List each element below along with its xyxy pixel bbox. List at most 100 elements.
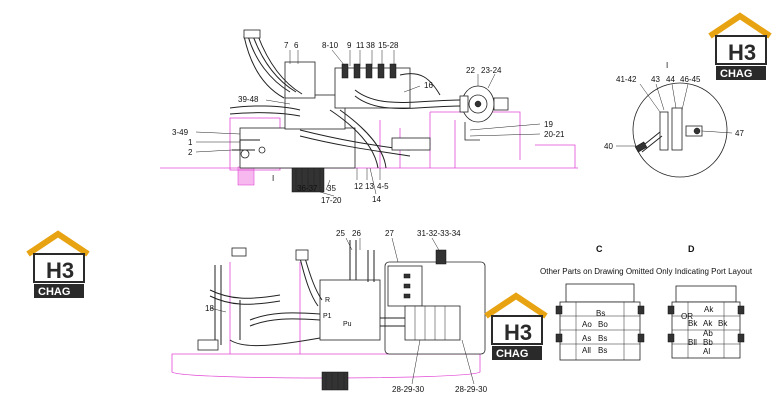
callout: 43	[651, 75, 660, 84]
callout: 47	[735, 129, 744, 138]
top-view-assembly: I 7 6 8-10 9 11 38 15-28 16 22 23-24 39-…	[160, 29, 578, 205]
valve-D-spool	[737, 305, 745, 315]
manifold-right	[391, 137, 431, 151]
port-label: Bs	[596, 309, 605, 318]
valve-D-spool	[667, 305, 675, 315]
detail-pipe-b	[671, 107, 683, 151]
valve-C-spool	[637, 305, 645, 315]
detail-nut	[693, 127, 701, 135]
detail-leaders	[616, 83, 733, 147]
detail-circle	[632, 82, 728, 178]
callout: 40	[604, 142, 613, 151]
callout: 28-29-30	[455, 385, 488, 394]
side-leaders	[209, 237, 475, 385]
port-label: Bb	[703, 338, 713, 347]
valve-mark-R: R	[325, 297, 330, 304]
callout: 7	[284, 41, 289, 50]
callout: 38	[366, 41, 375, 50]
main-pump	[404, 305, 461, 341]
main-frame-block	[239, 127, 356, 169]
side-hoses	[209, 240, 405, 347]
port-label: Ao	[582, 320, 592, 329]
detail-end-fitting	[634, 141, 648, 153]
port-label: Ak	[703, 319, 713, 328]
valve-D-sections	[672, 302, 740, 358]
callout: 11	[356, 41, 365, 50]
callout: 23-24	[481, 66, 502, 75]
port-label: All	[582, 346, 591, 355]
pink-frame-far-right	[535, 144, 576, 168]
callout: 41-42	[616, 75, 637, 84]
callout: 12	[354, 182, 363, 191]
callout: 27	[385, 229, 394, 238]
callout: 16	[424, 81, 433, 90]
logo-center: H3 CHAG	[484, 292, 548, 360]
pump-motor	[459, 85, 509, 141]
fitting-2	[258, 146, 266, 154]
valve-D-title: D	[688, 244, 695, 254]
port-label: Bs	[598, 346, 607, 355]
pump-ribs	[414, 306, 446, 340]
port-label: Bk	[688, 319, 698, 328]
control-valve-block	[319, 279, 381, 341]
top-leaders	[195, 49, 541, 197]
callout: 19	[544, 120, 553, 129]
view-marker-I: I	[272, 174, 274, 183]
side-swivel-lines	[325, 372, 345, 390]
callout: 1	[188, 138, 193, 147]
side-fitting-left	[197, 339, 219, 351]
callout: 35	[327, 184, 336, 193]
port-label: OR	[681, 312, 693, 321]
callout: 2	[188, 148, 193, 157]
svg-text:CHAG: CHAG	[720, 68, 752, 80]
valve-C-top	[565, 283, 635, 303]
port-label: Ab	[703, 329, 713, 338]
callout: 31-32-33-34	[417, 229, 461, 238]
callout: 14	[372, 195, 381, 204]
valve-D-spool	[667, 333, 675, 343]
pipe-cap	[243, 29, 261, 39]
valve-C-sections	[560, 302, 640, 360]
port-label: Al	[703, 347, 710, 356]
svg-text:H3: H3	[728, 40, 756, 65]
callout: 6	[294, 41, 299, 50]
valve-C-spool	[555, 305, 563, 315]
valve-D-spool	[737, 333, 745, 343]
valve-bank	[334, 67, 411, 109]
port-label: Ak	[704, 305, 714, 314]
hose-bundle	[229, 35, 461, 169]
callout: 46-45	[680, 75, 701, 84]
fitting-1	[240, 149, 250, 159]
valve-spools	[341, 63, 397, 79]
detail-I: I 41-42 43 44 46-45 40 47	[604, 61, 744, 178]
valve-C: C Bs Ao Bo As Bs All Bs	[555, 244, 645, 361]
callout: 18	[205, 304, 214, 313]
callout: 39-48	[238, 95, 259, 104]
pink-supports	[229, 262, 301, 354]
callout: 36-37	[297, 184, 318, 193]
callout: 28-29-30	[392, 385, 425, 394]
callout: 22	[466, 66, 475, 75]
detail-title: I	[666, 61, 668, 70]
tank-details	[403, 249, 447, 299]
side-swivel	[321, 371, 349, 391]
port-label: Bs	[598, 334, 607, 343]
callout: 4-5	[377, 182, 389, 191]
valve-D-top	[675, 285, 737, 303]
valve-C-title: C	[596, 244, 603, 254]
side-cap-2	[295, 249, 309, 261]
callout: 25	[336, 229, 345, 238]
logo-left: H3 CHAG	[26, 230, 90, 298]
callout: 44	[666, 75, 675, 84]
callout: 26	[352, 229, 361, 238]
callout: 3-49	[172, 128, 189, 137]
callout: 20-21	[544, 130, 565, 139]
port-label: Bo	[598, 320, 608, 329]
svg-text:CHAG: CHAG	[38, 286, 70, 298]
svg-text:H3: H3	[46, 258, 74, 283]
port-label: Bll	[688, 338, 697, 347]
side-cap-1	[231, 247, 247, 257]
side-view-assembly: R P1 Pu	[171, 229, 488, 394]
callout: 9	[347, 41, 352, 50]
